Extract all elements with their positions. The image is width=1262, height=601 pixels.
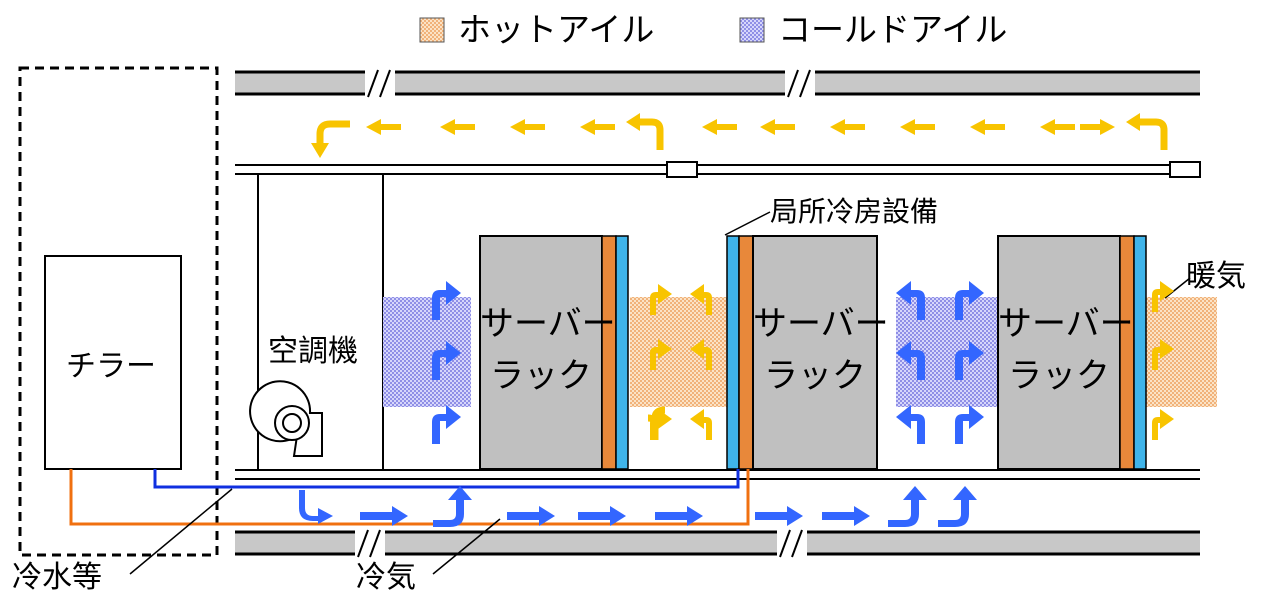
- ceiling-vent-1: [666, 161, 698, 178]
- crac-label: 空調機: [268, 334, 358, 369]
- hot-air-return-arrows: [366, 119, 1115, 135]
- rack-3-label: サーバー ラック: [998, 304, 1134, 396]
- server-rack-2: [726, 235, 878, 470]
- hot-air-rise-arrow-1: [1140, 118, 1168, 150]
- underfloor-cold-arrows: [299, 486, 977, 527]
- local-cooling-leader: [724, 211, 771, 236]
- legend-hot-swatch: [419, 17, 445, 43]
- local-cooling-label: 局所冷房設備: [770, 195, 939, 228]
- server-rack-3: [997, 235, 1147, 470]
- cold-air-label: 冷気: [356, 560, 416, 595]
- rack-2-label: サーバー ラック: [753, 304, 889, 396]
- ceiling-vent-2: [1169, 161, 1201, 178]
- fan-icon: [249, 380, 323, 457]
- hot-air-rise-arrow-2: [640, 118, 664, 150]
- chilled-water-return-pipe: [69, 469, 750, 526]
- legend-cold-aisle-label: コールドアイル: [778, 10, 1008, 49]
- warm-air-leader: [1164, 277, 1191, 299]
- cold-aisle-arrowheads: [432, 281, 984, 444]
- chiller-unit: [44, 255, 182, 470]
- chiller-label: チラー: [66, 349, 156, 384]
- chilled-water-supply-pipe: [153, 469, 740, 489]
- floor-slab: [235, 528, 1200, 558]
- ceiling-plenum: [235, 161, 1201, 178]
- hot-aisle-arrowheads: [650, 281, 1174, 440]
- hot-air-down-arrow: [316, 120, 350, 145]
- legend-cold-swatch: [739, 17, 765, 43]
- rack-1-label: サーバー ラック: [480, 304, 616, 396]
- cold-air-leader: [432, 518, 501, 575]
- raised-floor: [235, 469, 1200, 480]
- chilled-water-leader: [129, 488, 233, 575]
- chilled-water-label: 冷水等: [12, 560, 102, 595]
- server-rack-1: [479, 235, 629, 470]
- legend-hot-aisle-label: ホットアイル: [458, 10, 655, 49]
- warm-air-label: 暖気: [1186, 259, 1246, 294]
- ceiling-slab: [235, 68, 1200, 98]
- hot-aisle-zone-1: [630, 297, 727, 407]
- outdoor-boundary: [18, 66, 219, 557]
